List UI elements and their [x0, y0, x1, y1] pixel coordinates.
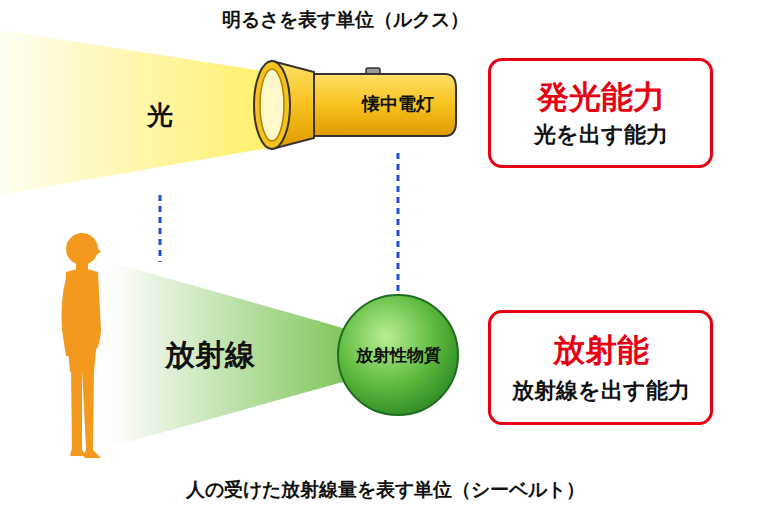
- radiation-beam: 放射線: [110, 262, 350, 447]
- flashlight: 懐中電灯: [250, 58, 460, 153]
- radioactive-sphere: 放射性物質: [336, 293, 460, 417]
- definition-box: 放射能放射線を出す能力: [488, 310, 713, 425]
- unit-label: 明るさを表す単位（ルクス）: [222, 8, 469, 31]
- dashed-link: [397, 153, 400, 293]
- node-text: 発光能力: [537, 78, 665, 116]
- light-beam: 光: [0, 30, 270, 195]
- node-text: 懐中電灯: [362, 93, 434, 115]
- node-text: 放射能: [553, 331, 649, 369]
- node-text: 放射性物質: [356, 345, 441, 365]
- node-text: 放射線を出す能力: [512, 378, 690, 404]
- node-text: 光: [147, 100, 173, 131]
- unit-label: 人の受けた放射線量を表す単位（シーベルト）: [186, 478, 585, 501]
- definition-box: 発光能力光を出す能力: [488, 58, 713, 168]
- light-beam-shape: [0, 30, 270, 195]
- node-text: 放射線: [165, 337, 255, 373]
- person-silhouette: [62, 233, 102, 458]
- dashed-link: [159, 195, 162, 262]
- node-text: 光を出す能力: [534, 122, 668, 148]
